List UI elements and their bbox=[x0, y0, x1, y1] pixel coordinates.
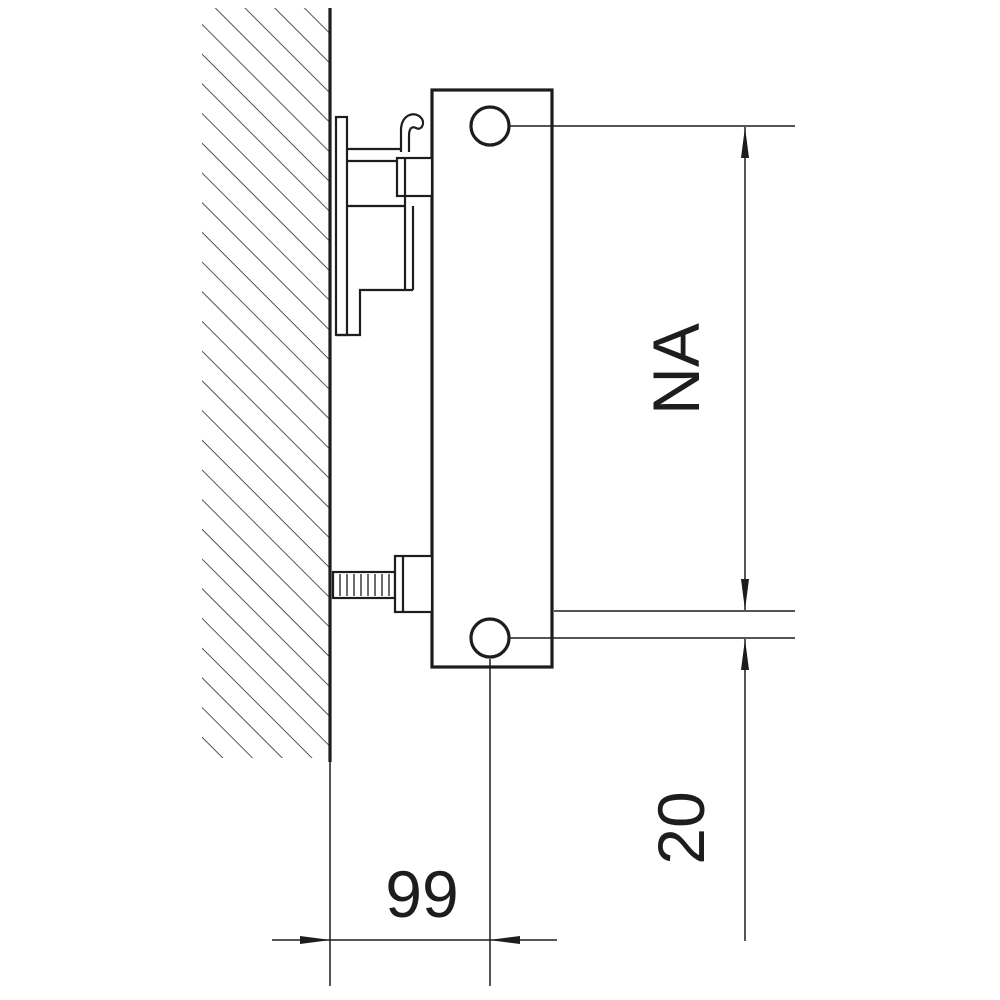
bracket-lower-profile bbox=[336, 288, 413, 337]
dimension-label-na: NA bbox=[639, 323, 713, 415]
mounting-bracket-top bbox=[334, 113, 434, 337]
reference-lines bbox=[489, 125, 795, 986]
wall-distance-arrow-left-icon bbox=[300, 936, 331, 944]
dimension-label-99: 99 bbox=[385, 857, 458, 931]
bracket-hook bbox=[399, 113, 425, 152]
dimension-99: 99 bbox=[272, 857, 557, 944]
pipe-connection-top bbox=[469, 105, 511, 147]
wall-hatching bbox=[202, 8, 330, 758]
radiator-body bbox=[430, 88, 554, 669]
wall-section bbox=[202, 8, 332, 986]
mounting-screw-bottom bbox=[331, 554, 434, 614]
radiator-body-group bbox=[430, 88, 554, 669]
dimension-na: NA bbox=[639, 127, 749, 610]
dimension-20: 20 bbox=[644, 639, 749, 941]
screw-rod bbox=[331, 570, 397, 600]
dimension-label-20: 20 bbox=[644, 791, 718, 864]
screw-threads bbox=[339, 574, 390, 596]
bracket-clip bbox=[395, 156, 434, 198]
pipe-connection-bottom bbox=[469, 617, 511, 659]
wall-distance-arrow-right-icon bbox=[489, 936, 520, 944]
na-arrow-top-icon bbox=[741, 127, 749, 158]
bracket-back-plate bbox=[334, 115, 349, 337]
na-arrow-bottom-icon bbox=[741, 579, 749, 610]
screw-clip bbox=[393, 554, 434, 614]
